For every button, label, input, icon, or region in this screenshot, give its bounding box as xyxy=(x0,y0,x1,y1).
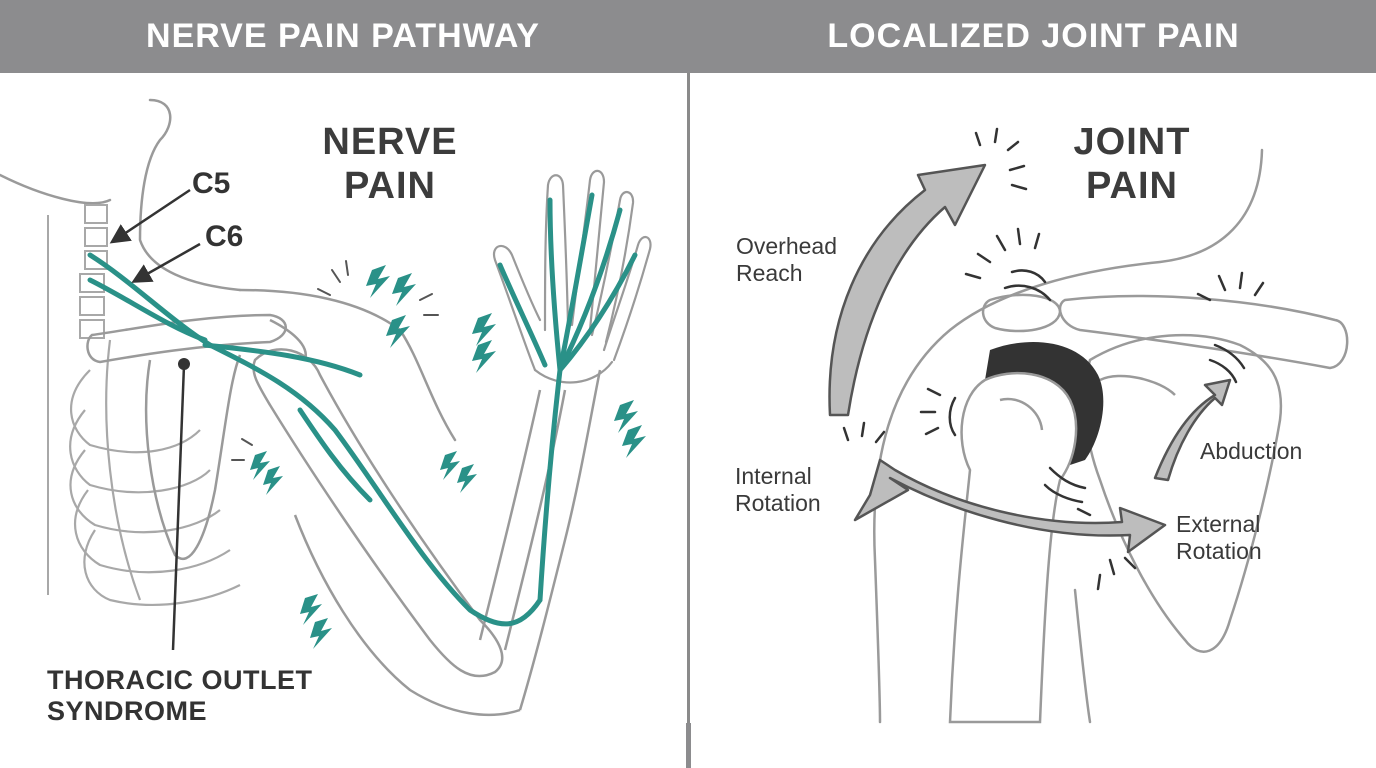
shoulder-outline xyxy=(873,148,1264,724)
joint-pain-title: JOINT PAIN xyxy=(1073,121,1191,207)
clavicle-right xyxy=(1058,294,1349,370)
movement-arrows xyxy=(828,163,1232,554)
panel-divider-line xyxy=(687,73,690,723)
external-rotation-label: External Rotation xyxy=(1176,511,1262,564)
abduction-arrow xyxy=(1153,378,1232,482)
nerve-pain-pathway-header: NERVE PAIN PATHWAY xyxy=(0,0,686,73)
thoracic-outlet-marker xyxy=(178,358,190,370)
internal-rotation-label: Internal Rotation xyxy=(735,463,821,516)
localized-joint-pain-header: LOCALIZED JOINT PAIN xyxy=(691,0,1376,73)
acromion xyxy=(981,293,1062,333)
joint-pain-marks xyxy=(842,127,1265,591)
c6-label: C6 xyxy=(205,220,244,253)
c5-label: C5 xyxy=(192,167,231,200)
nerve-pathway xyxy=(87,192,638,627)
arm-bones xyxy=(252,348,602,716)
pain-bolts-left xyxy=(250,265,646,649)
overhead-reach-arrow xyxy=(828,163,987,417)
hand-bones xyxy=(492,169,652,384)
ribcage xyxy=(69,339,241,606)
abduction-label: Abduction xyxy=(1200,438,1303,464)
scapula-right xyxy=(1083,333,1283,653)
pain-dashes-left xyxy=(231,260,439,461)
nerve-pain-title: NERVE PAIN xyxy=(322,121,458,207)
spine-vertebrae xyxy=(47,204,108,595)
thoracic-outlet-syndrome-label: THORACIC OUTLET SYNDROME xyxy=(47,665,313,726)
humerus xyxy=(948,371,1078,724)
internal-external-rotation-arrow xyxy=(853,458,1167,554)
label-pointer-lines xyxy=(109,188,201,651)
overhead-reach-label: Overhead Reach xyxy=(736,233,838,286)
